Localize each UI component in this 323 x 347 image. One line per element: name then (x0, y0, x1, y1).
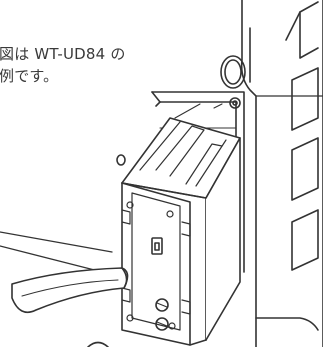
enclosure-button (220, 55, 246, 89)
cable-strap (0, 231, 129, 314)
caption-line-2: 例です。 (0, 67, 59, 85)
bottom-ring-icon (87, 341, 109, 347)
drive-tray (121, 117, 241, 346)
tray-lock-icon (151, 237, 163, 255)
tray-ring-icon (116, 154, 126, 166)
power-led-icon (229, 97, 241, 109)
mounting-screw-icon (155, 298, 169, 331)
caption-line-1: 図は WT-UD84 の (0, 45, 126, 63)
enclosure-body (240, 0, 323, 347)
